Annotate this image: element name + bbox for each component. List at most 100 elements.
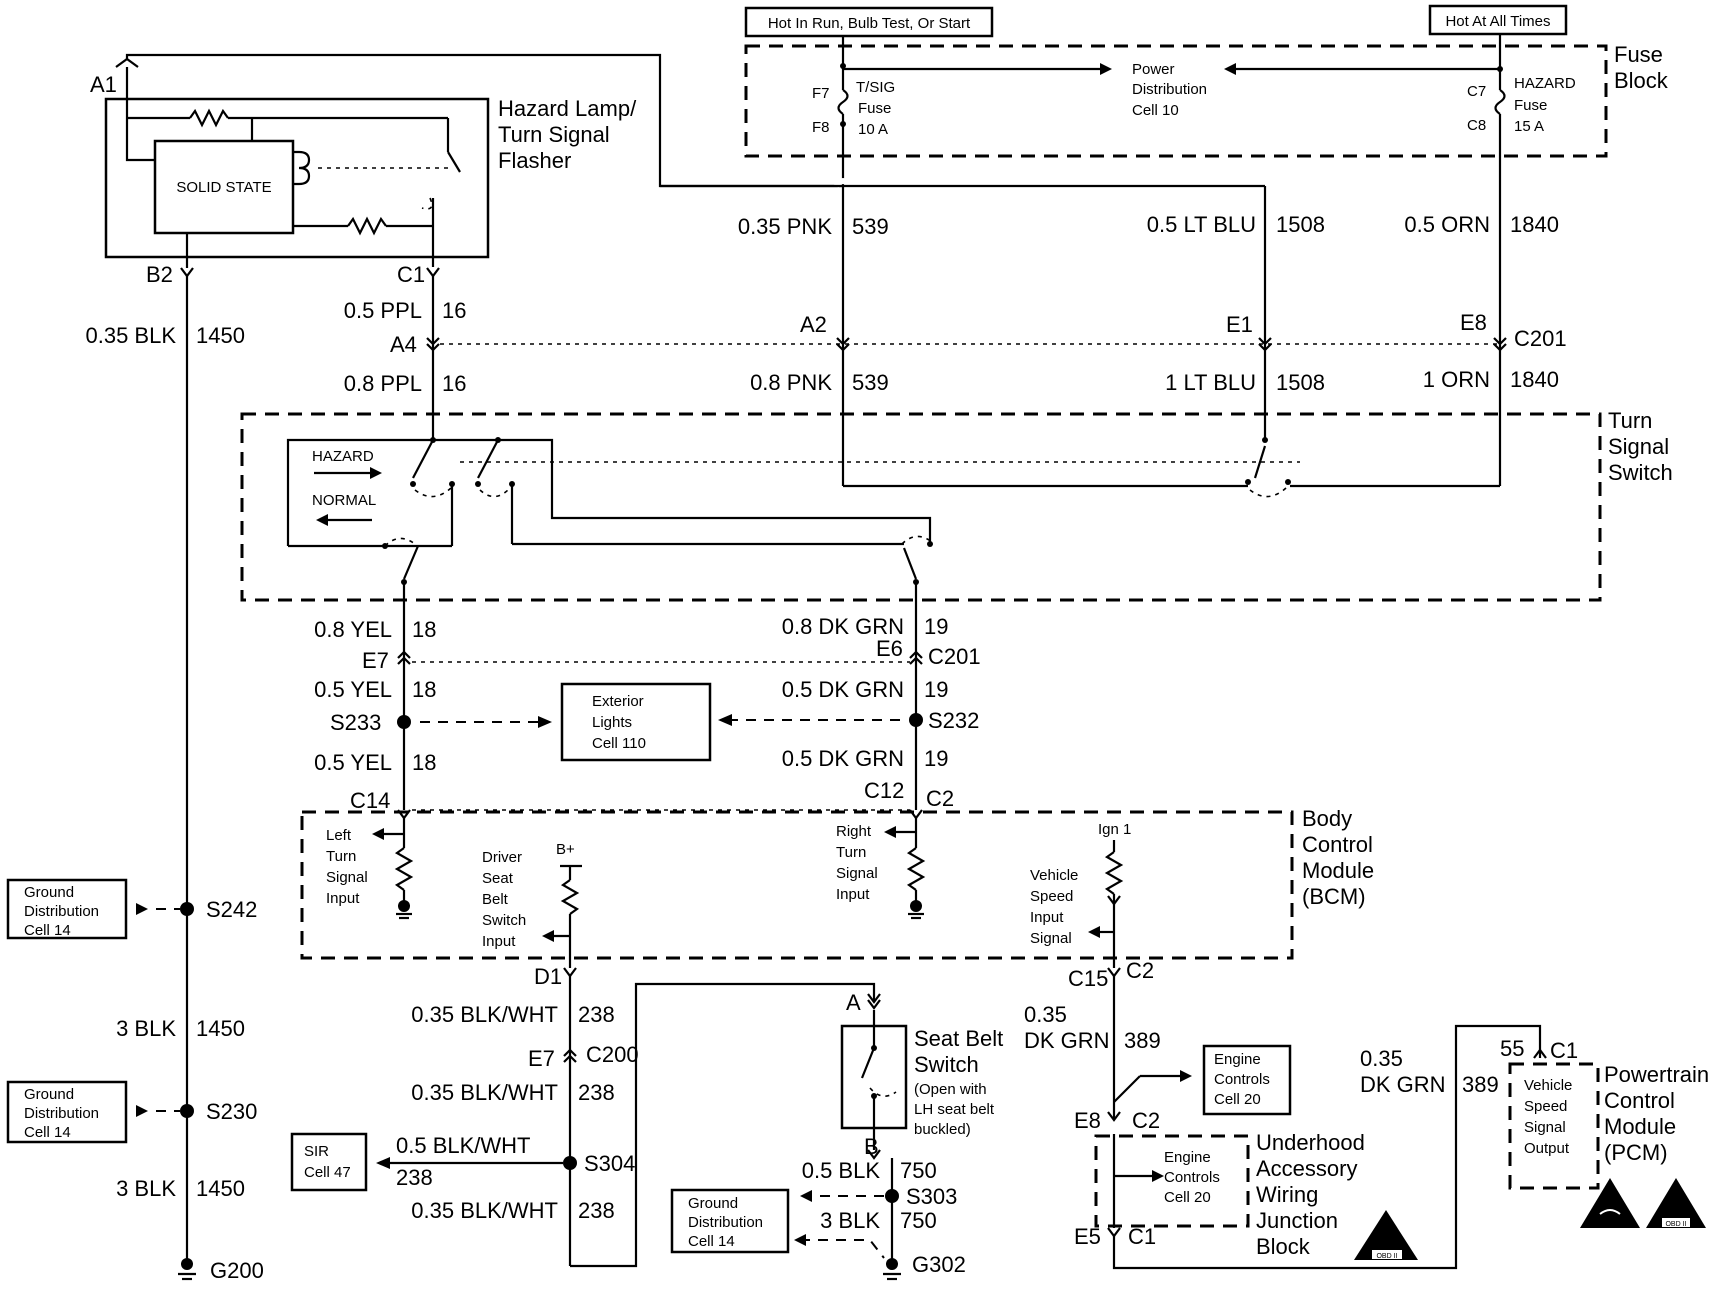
w1840-bot-circ: 1840 (1510, 367, 1559, 392)
sir-2: Cell 47 (304, 1164, 351, 1181)
w19c-color: 0.5 DK GRN (782, 746, 904, 771)
w539-bot-color: 0.8 PNK (750, 370, 832, 395)
engine2-2: Controls (1164, 1169, 1220, 1186)
splice-s304: S304 0.5 BLK/WHT 238 (376, 1133, 635, 1190)
obd-label-1: OBD II (1376, 1253, 1397, 1260)
pin-c8: C8 (1467, 117, 1486, 134)
engine1-1: Engine (1214, 1051, 1261, 1068)
driver-input-4: Switch (482, 912, 526, 929)
uawjb-1: Underhood (1256, 1130, 1365, 1155)
ext-lights-3: Cell 110 (592, 735, 646, 752)
right-input-1: Right (836, 823, 872, 840)
splice-s233: S233 (330, 710, 552, 735)
pdc-ref-2: Distribution (1132, 81, 1207, 98)
conn-e6: E6 (876, 636, 903, 661)
splice-s303: S303 (800, 1184, 957, 1209)
gnd1-2: Distribution (24, 903, 99, 920)
s304-label: S304 (584, 1151, 635, 1176)
vss-input-3: Input (1030, 909, 1064, 926)
pcm-title-4: (PCM) (1604, 1140, 1668, 1165)
w389a-3: 389 (1124, 1028, 1161, 1053)
w1840-top-color: 0.5 ORN (1404, 212, 1490, 237)
ground-g200: G200 (178, 1258, 264, 1283)
gnd1-3: Cell 14 (24, 922, 71, 939)
w1450-mid-circ: 1450 (196, 1016, 245, 1041)
w750a-circ: 750 (900, 1158, 937, 1183)
ext-lights-2: Lights (592, 714, 632, 731)
w1450-top-circ: 1450 (196, 323, 245, 348)
w1450-mid-color: 3 BLK (116, 1016, 176, 1041)
w1840-bot-color: 1 ORN (1423, 367, 1490, 392)
w238a-color: 0.35 BLK/WHT (411, 1002, 558, 1027)
pin-c1: C1 (397, 262, 425, 287)
hazard-fuse-2: Fuse (1514, 97, 1547, 114)
conn-c2-uawjb: C2 (1132, 1108, 1160, 1133)
conn-d1: D1 (534, 964, 562, 989)
w389b-2: DK GRN (1360, 1072, 1446, 1097)
solid-state-label: SOLID STATE (176, 179, 271, 196)
s232-label: S232 (928, 708, 979, 733)
seatbelt-title-2: Switch (914, 1052, 979, 1077)
conn-e7: E7 (362, 648, 389, 673)
tsig-fuse-1: T/SIG (856, 79, 895, 96)
conn-c12: C12 (864, 778, 904, 803)
flasher-title-2: Turn Signal (498, 122, 610, 147)
pin-c7: C7 (1467, 83, 1486, 100)
pin-a1: A1 (90, 72, 117, 97)
pin-f8: F8 (812, 119, 830, 136)
right-input-2: Turn (836, 844, 866, 861)
conn-e8-c2: E8 (1074, 1108, 1101, 1133)
seatbelt-title-1: Seat Belt (914, 1026, 1003, 1051)
conn-e8: E8 (1460, 310, 1487, 335)
seat-belt-switch: A Seat Belt Switch (Open with LH seat be… (840, 990, 1003, 1160)
right-input-3: Signal (836, 865, 878, 882)
conn-c15: C15 (1068, 966, 1108, 991)
w389a-1: 0.35 (1024, 1002, 1067, 1027)
sir-1: SIR (304, 1143, 329, 1160)
bplus-label: B+ (556, 841, 575, 858)
w18c-circ: 18 (412, 750, 436, 775)
conn-a4: A4 (390, 332, 417, 357)
engine2-1: Engine (1164, 1149, 1211, 1166)
conn-e1: E1 (1226, 312, 1253, 337)
bcm-title-1: Body (1302, 806, 1352, 831)
w19a-color: 0.8 DK GRN (782, 614, 904, 639)
conn-c201-mid: C201 (928, 644, 981, 669)
engine1-2: Controls (1214, 1071, 1270, 1088)
w238-sir-circ: 238 (396, 1165, 433, 1190)
s233-label: S233 (330, 710, 381, 735)
uawjb-5: Block (1256, 1234, 1311, 1259)
obd-triangle-2: OBD II (1646, 1178, 1706, 1228)
w19b-color: 0.5 DK GRN (782, 677, 904, 702)
vss-input-2: Speed (1030, 888, 1073, 905)
obd-triangle-1: OBD II (1354, 1210, 1418, 1260)
conn-c14: C14 (350, 788, 390, 813)
w1508-top-circ: 1508 (1276, 212, 1325, 237)
left-input-4: Input (326, 890, 360, 907)
driver-input-2: Seat (482, 870, 514, 887)
conn-c1-uawjb: C1 (1128, 1224, 1156, 1249)
flasher-title-3: Flasher (498, 148, 571, 173)
connector-c201-mid: E7 E6 C201 (362, 636, 981, 673)
w1508-top-color: 0.5 LT BLU (1147, 212, 1256, 237)
s230-label: S230 (206, 1099, 257, 1124)
gnd3-2: Distribution (688, 1214, 763, 1231)
vss-input-4: Signal (1030, 930, 1072, 947)
uawjb-2: Accessory (1256, 1156, 1357, 1181)
pdc-ref-3: Cell 10 (1132, 102, 1179, 119)
w539-top-color: 0.35 PNK (738, 214, 832, 239)
tss-title-1: Turn (1608, 408, 1652, 433)
hazard-label: HAZARD (312, 448, 374, 465)
pcm-title-3: Module (1604, 1114, 1676, 1139)
w750a-color: 0.5 BLK (802, 1158, 881, 1183)
fuse-block-title-1: Fuse (1614, 42, 1663, 67)
w750b-circ: 750 (900, 1208, 937, 1233)
w389a-2: DK GRN (1024, 1028, 1110, 1053)
w238-sir-color: 0.5 BLK/WHT (396, 1133, 530, 1158)
vss-out-3: Signal (1524, 1119, 1566, 1136)
w16-bot-color: 0.8 PPL (344, 371, 422, 396)
w1450-bot-circ: 1450 (196, 1176, 245, 1201)
hot-at-all-times-label: Hot At All Times (1445, 13, 1550, 30)
connector-c200: E7 C200 (528, 1042, 639, 1071)
